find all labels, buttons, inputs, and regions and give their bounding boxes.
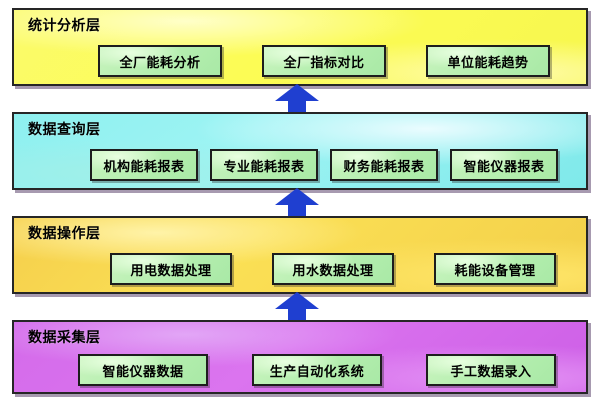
layer-title-data-collection: 数据采集层 [28, 330, 101, 346]
node-smart-meter-report[interactable]: 智能仪器报表 [450, 149, 558, 181]
node-professional-energy-report[interactable]: 专业能耗报表 [210, 149, 318, 181]
arrow-collection-to-operation [272, 292, 322, 320]
node-energy-equipment-management[interactable]: 耗能设备管理 [434, 253, 556, 285]
arrow-query-to-analysis [272, 84, 322, 112]
arrow-up-icon [275, 188, 319, 216]
layer-panel-statistics-analysis: 统计分析层 全厂能耗分析 全厂指标对比 单位能耗趋势 [12, 8, 588, 86]
layer-panel-data-query: 数据查询层 机构能耗报表 专业能耗报表 财务能耗报表 智能仪器报表 [12, 112, 588, 190]
layer-title-statistics-analysis: 统计分析层 [28, 18, 101, 34]
node-organization-energy-report[interactable]: 机构能耗报表 [90, 149, 198, 181]
node-smart-meter-data[interactable]: 智能仪器数据 [78, 354, 208, 386]
node-electricity-data-processing[interactable]: 用电数据处理 [110, 253, 232, 285]
layer-title-data-query: 数据查询层 [28, 122, 101, 138]
node-unit-energy-trend[interactable]: 单位能耗趋势 [426, 45, 550, 77]
node-whole-plant-energy-analysis[interactable]: 全厂能耗分析 [98, 45, 222, 77]
arrow-up-icon [275, 84, 319, 112]
node-production-automation-system[interactable]: 生产自动化系统 [252, 354, 382, 386]
node-manual-data-entry[interactable]: 手工数据录入 [426, 354, 556, 386]
layer-panel-data-collection: 数据采集层 智能仪器数据 生产自动化系统 手工数据录入 [12, 320, 588, 394]
layer-title-data-operation: 数据操作层 [28, 226, 101, 242]
node-whole-plant-index-comparison[interactable]: 全厂指标对比 [262, 45, 386, 77]
arrow-operation-to-query [272, 188, 322, 216]
node-financial-energy-report[interactable]: 财务能耗报表 [330, 149, 438, 181]
node-row-data-query: 机构能耗报表 专业能耗报表 财务能耗报表 智能仪器报表 [14, 149, 578, 181]
layer-panel-data-operation: 数据操作层 用电数据处理 用水数据处理 耗能设备管理 [12, 216, 588, 294]
arrow-up-icon [275, 292, 319, 320]
node-row-data-collection: 智能仪器数据 生产自动化系统 手工数据录入 [14, 354, 578, 386]
node-water-data-processing[interactable]: 用水数据处理 [272, 253, 394, 285]
node-row-statistics-analysis: 全厂能耗分析 全厂指标对比 单位能耗趋势 [14, 45, 578, 77]
node-row-data-operation: 用电数据处理 用水数据处理 耗能设备管理 [14, 253, 578, 285]
